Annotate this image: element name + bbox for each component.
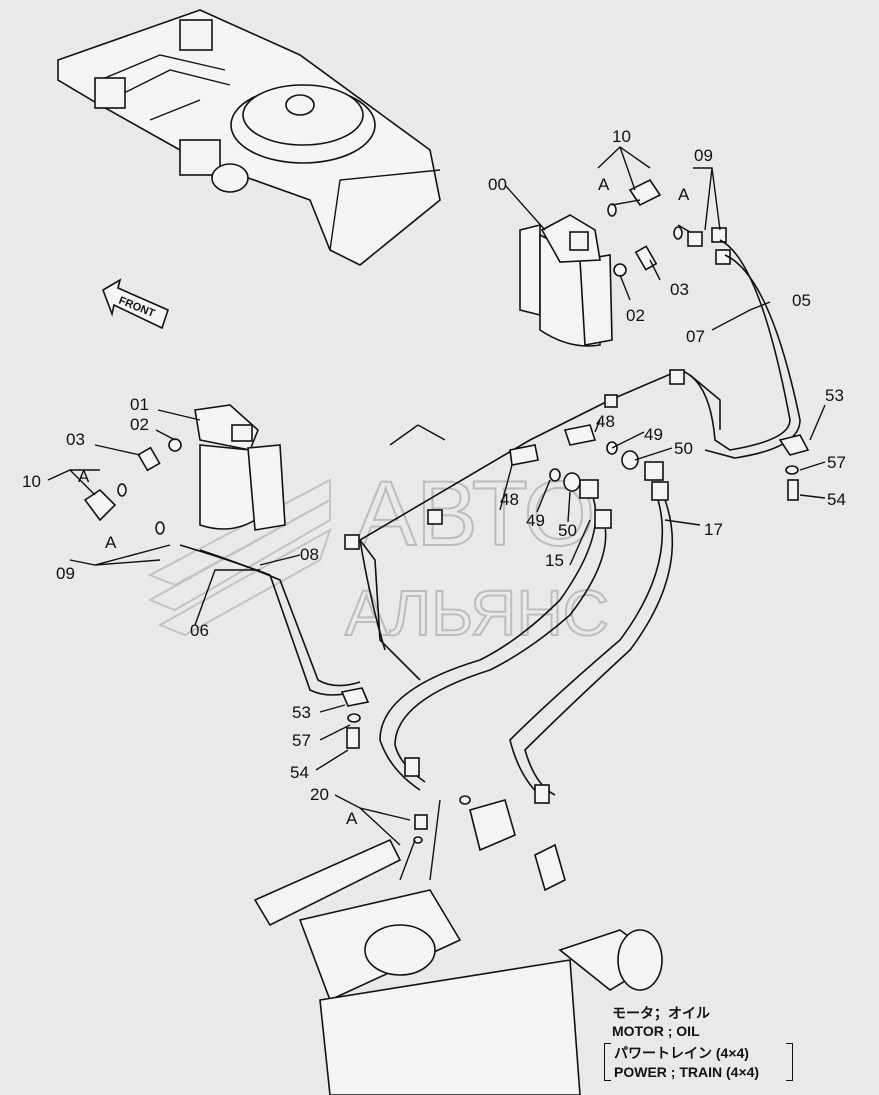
callout-08: 08: [300, 545, 319, 564]
machine-frame-top: [57, 9, 441, 266]
callout-06: 06: [190, 621, 209, 640]
callout-01: 01: [130, 395, 149, 414]
leader-lines: [47, 146, 826, 846]
callout-00: 00: [488, 175, 507, 194]
callout-17: 17: [704, 520, 723, 539]
callout-50-right: 50: [674, 439, 693, 458]
callout-03-lower: 03: [66, 430, 85, 449]
caption-power-train-jp: パワートレイン (4×4): [614, 1045, 749, 1061]
callout-a-4: A: [105, 533, 117, 552]
caption-bracket-right: [786, 1043, 793, 1081]
callout-02-upper: 02: [626, 306, 645, 325]
front-arrow: FRONT: [102, 278, 169, 330]
pipe-lines: [179, 239, 801, 804]
callout-05: 05: [792, 291, 811, 310]
callout-49-right: 49: [644, 425, 663, 444]
callout-15: 15: [545, 551, 564, 570]
callout-57-right: 57: [827, 453, 846, 472]
callout-10-lower: 10: [22, 472, 41, 491]
machine-frame-bottom: [253, 795, 663, 1095]
callout-a-5: A: [346, 809, 358, 828]
callout-09-lower: 09: [56, 564, 75, 583]
caption-motor-oil-jp: モータ；オイル: [612, 1005, 710, 1021]
callout-labels: 00 10 09 A A 03 02 07 05 01 02 03 10 A A…: [22, 127, 846, 828]
callout-a-3: A: [78, 467, 90, 486]
callout-02-lower: 02: [130, 415, 149, 434]
watermark-line2: АЛЬЯНС: [345, 577, 609, 649]
caption-bracket-left: [604, 1043, 611, 1081]
callout-10-upper: 10: [612, 127, 631, 146]
caption-power-train-en: POWER ; TRAIN (4×4): [614, 1064, 760, 1080]
callout-48-left: 48: [500, 490, 519, 509]
callout-09-upper: 09: [694, 146, 713, 165]
callout-a-2: A: [678, 185, 690, 204]
callout-20: 20: [310, 785, 329, 804]
callout-49-left: 49: [526, 511, 545, 530]
callout-54-left: 54: [290, 763, 309, 782]
callout-57-left: 57: [292, 731, 311, 750]
callout-03-upper: 03: [670, 280, 689, 299]
callout-07: 07: [686, 327, 705, 346]
clamps-bolts: [340, 434, 810, 749]
motor-lower: [83, 404, 286, 535]
callout-48-right: 48: [596, 412, 615, 431]
callout-53-right: 53: [825, 386, 844, 405]
callout-50-left: 50: [558, 521, 577, 540]
callout-53-left: 53: [292, 703, 311, 722]
callout-a-1: A: [598, 175, 610, 194]
caption-motor-oil-en: MOTOR ; OIL: [612, 1023, 700, 1039]
callout-54-right: 54: [827, 490, 846, 509]
motor-upper: [519, 178, 731, 347]
